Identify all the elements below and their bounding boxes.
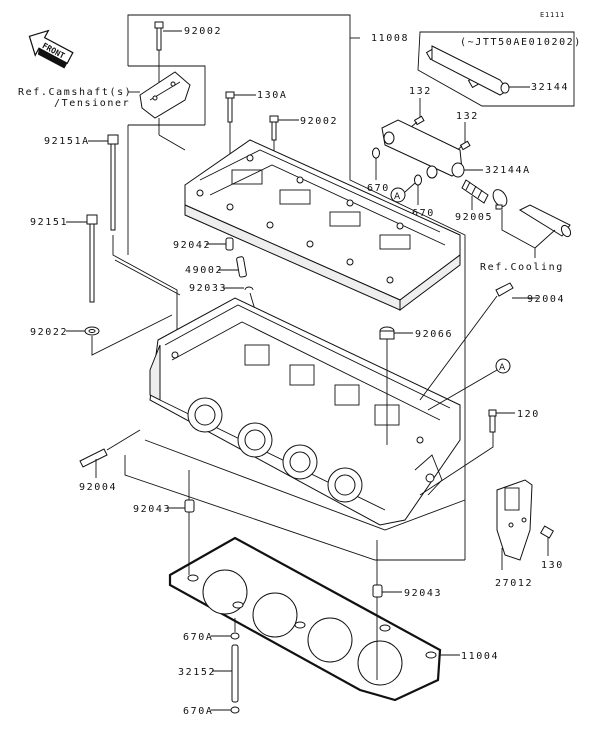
o-ring-670A-bottom [211, 706, 240, 714]
part-label-92066[interactable]: 92066 [415, 329, 453, 340]
stud-92004-right [419, 282, 538, 401]
bolt-92002-top [154, 21, 182, 90]
part-label-670-a[interactable]: 670 [367, 183, 390, 194]
part-label-670A-top[interactable]: 670A [183, 632, 213, 643]
front-arrow-icon: FRONT [28, 29, 74, 69]
part-label-92151[interactable]: 92151 [30, 217, 68, 228]
camshaft-holder-11008 [184, 139, 461, 311]
bolt-120 [419, 409, 515, 496]
part-label-670-b[interactable]: 670 [412, 208, 435, 219]
head-gasket-11004 [168, 536, 460, 702]
part-label-92151A[interactable]: 92151A [44, 136, 90, 147]
part-label-92022[interactable]: 92022 [30, 327, 68, 338]
bolt-132-b [454, 122, 471, 153]
part-label-92004-right[interactable]: 92004 [527, 294, 565, 305]
ref-cooling-label[interactable]: Ref.Cooling [480, 262, 564, 273]
part-label-132-a[interactable]: 132 [409, 86, 432, 97]
part-label-92042[interactable]: 92042 [173, 240, 211, 251]
callout-a-top[interactable]: A [390, 187, 406, 203]
part-label-32152[interactable]: 32152 [178, 667, 216, 678]
pin-49002 [218, 256, 247, 278]
part-label-11004[interactable]: 11004 [461, 651, 499, 662]
part-label-92043-bottom[interactable]: 92043 [404, 588, 442, 599]
water-fitting-32144A [381, 119, 483, 179]
o-ring-670A-top [211, 618, 240, 640]
part-label-120[interactable]: 120 [517, 409, 540, 420]
camshaft-tensioner-bracket [128, 71, 191, 151]
part-label-32144[interactable]: 32144 [531, 82, 569, 93]
cylinder-head [149, 297, 461, 526]
part-label-92033[interactable]: 92033 [189, 283, 227, 294]
bolt-130 [539, 525, 555, 556]
plug-92066 [379, 326, 413, 445]
o-ring-670-a [372, 147, 380, 180]
part-label-670A-bottom[interactable]: 670A [183, 706, 213, 717]
callout-a-right-text: A [499, 363, 506, 373]
dowel-92042 [206, 237, 234, 251]
callout-a-right[interactable]: A [427, 358, 511, 411]
bracket-27012 [496, 479, 533, 570]
dowel-92043-bottom [372, 540, 402, 680]
ref-camshaft-label-line2[interactable]: /Tensioner [54, 98, 130, 109]
bolt-92002-mid [269, 115, 299, 155]
part-label-32144A[interactable]: 32144A [485, 165, 531, 176]
part-label-130[interactable]: 130 [541, 560, 564, 571]
callout-a-top-text: A [394, 192, 401, 202]
part-label-11008[interactable]: 11008 [371, 33, 409, 44]
part-label-92005[interactable]: 92005 [455, 212, 493, 223]
washer-92022 [66, 314, 173, 356]
hose-fitting-92005 [461, 179, 489, 210]
bolt-92151A [88, 134, 178, 350]
part-label-130A[interactable]: 130A [257, 90, 287, 101]
hose-clamp-and-hose [492, 189, 572, 258]
bolt-92151 [66, 214, 98, 303]
ref-camshaft-label-line1[interactable]: Ref.Camshaft(s) [18, 87, 132, 98]
water-pipe-inset-32144 [417, 31, 575, 107]
o-ring-670-b [404, 174, 422, 205]
part-label-132-b[interactable]: 132 [456, 111, 479, 122]
assembly-boundary-lines [114, 14, 466, 561]
bolt-132-a [409, 98, 425, 129]
part-label-92002-top[interactable]: 92002 [184, 26, 222, 37]
part-label-92043-top[interactable]: 92043 [133, 504, 171, 515]
stud-92004-left [79, 429, 141, 478]
part-label-92004-left[interactable]: 92004 [79, 482, 117, 493]
part-label-92002-mid[interactable]: 92002 [300, 116, 338, 127]
diagram-code: E1111 [540, 11, 565, 19]
dowel-92043-top [167, 470, 195, 575]
variant-note: (~JTT50AE010202) [460, 37, 582, 48]
part-label-27012[interactable]: 27012 [495, 578, 533, 589]
part-label-49002[interactable]: 49002 [185, 265, 223, 276]
pipe-32152 [212, 644, 239, 703]
